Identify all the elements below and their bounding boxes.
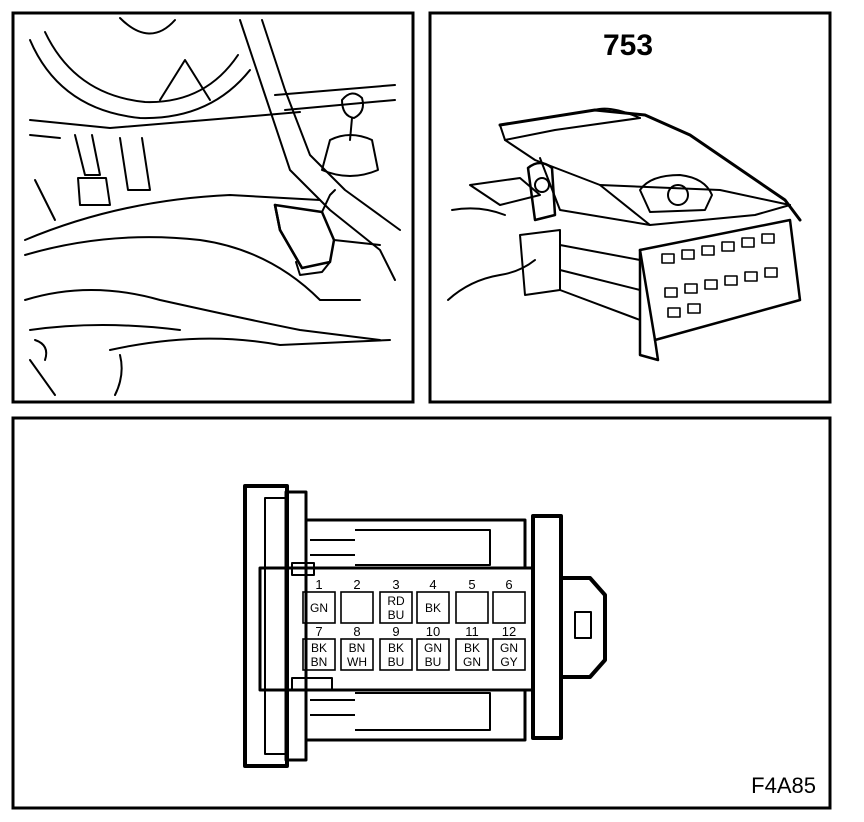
pin-number: 2 — [353, 577, 360, 592]
pin-9: 9 BK BU — [379, 624, 413, 671]
panel-connector-frame — [428, 11, 832, 404]
pin-cavity — [340, 591, 374, 624]
car-interior-illustration — [24, 17, 401, 396]
panel-location-frame — [11, 11, 415, 404]
pin-11: 11 BK GN — [455, 624, 489, 671]
pin-cavity — [455, 638, 489, 671]
pin-number: 8 — [353, 624, 360, 639]
wire-color: BK — [311, 641, 327, 655]
panel-pinout: 1 GN 2 3 RD BU 4 BK 5 — [11, 416, 832, 810]
pin-number: 11 — [465, 624, 479, 639]
wire-color: WH — [347, 655, 367, 669]
wire-color: GN — [424, 641, 442, 655]
pin-number: 12 — [502, 624, 516, 639]
pin-cavity — [455, 591, 489, 624]
pin-4: 4 BK — [416, 577, 450, 624]
pin-number: 9 — [392, 624, 399, 639]
pin-cavity — [379, 591, 413, 624]
pin-12: 12 GN GY — [492, 624, 526, 671]
pin-cavity — [379, 638, 413, 671]
wire-color: BU — [388, 608, 405, 622]
pin-cavity — [340, 638, 374, 671]
wire-color: BN — [349, 641, 366, 655]
wire-color: BK — [425, 601, 441, 615]
pin-number: 5 — [468, 577, 475, 592]
pin-cavity — [302, 591, 336, 624]
connector-perspective-illustration — [447, 107, 802, 362]
pin-2: 2 — [340, 577, 374, 624]
wire-color: GN — [463, 655, 481, 669]
pin-cavity — [416, 591, 450, 624]
panel-pinout-frame — [11, 416, 832, 810]
panel-location-view — [11, 11, 415, 404]
pin-7: 7 BK BN — [302, 624, 336, 671]
pin-8: 8 BN WH — [340, 624, 374, 671]
pin-number: 7 — [315, 624, 322, 639]
figure-code: F4A85 — [751, 773, 816, 798]
pin-1: 1 GN — [302, 577, 336, 624]
wire-color: BN — [311, 655, 328, 669]
connector-outline — [243, 484, 607, 768]
pin-cavity — [492, 638, 526, 671]
panel-connector-view: 753 — [428, 11, 832, 404]
pin-number: 10 — [426, 624, 440, 639]
wire-color: BU — [425, 655, 442, 669]
pin-10: 10 GN BU — [416, 624, 450, 671]
pin-number: 1 — [315, 577, 322, 592]
pin-6: 6 — [492, 577, 526, 624]
wire-color: BU — [388, 655, 405, 669]
pin-number: 6 — [505, 577, 512, 592]
wire-color: RD — [387, 594, 405, 608]
pin-cavity — [302, 638, 336, 671]
wire-color: GY — [500, 655, 517, 669]
wire-color: GN — [500, 641, 518, 655]
pin-3: 3 RD BU — [379, 577, 413, 624]
wire-color: BK — [464, 641, 480, 655]
pin-number: 4 — [429, 577, 436, 592]
pin-number: 3 — [392, 577, 399, 592]
pin-5: 5 — [455, 577, 489, 624]
pin-grid: 1 GN 2 3 RD BU 4 BK 5 — [302, 577, 526, 671]
wire-color: BK — [388, 641, 404, 655]
wire-color: GN — [310, 601, 328, 615]
pin-cavity — [492, 591, 526, 624]
pin-cavity — [416, 638, 450, 671]
part-number-label: 753 — [603, 29, 653, 62]
